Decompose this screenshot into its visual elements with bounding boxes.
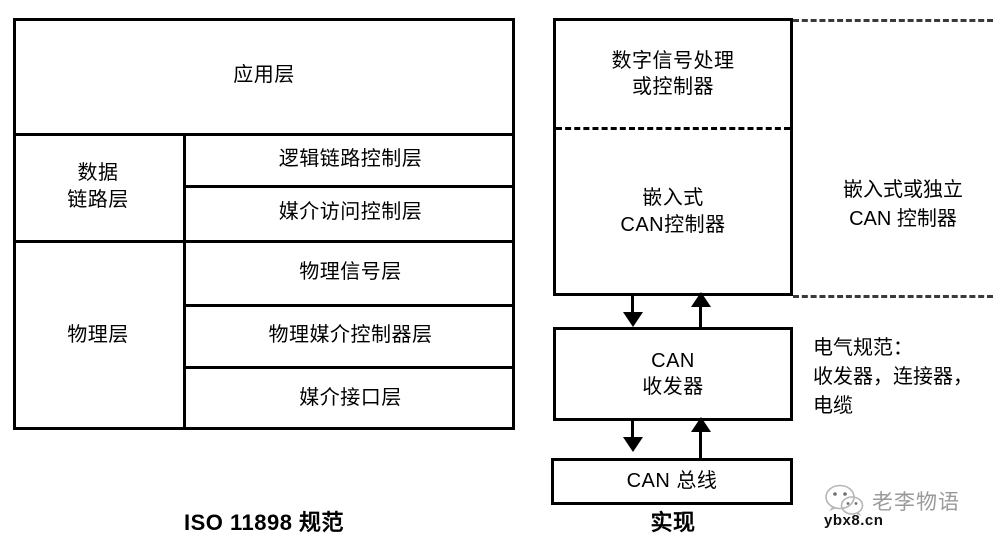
controller-outer-box	[553, 18, 793, 296]
controller-to-transceiver-arrow-head	[623, 312, 643, 327]
transceiver-to-controller-arrow-stem	[699, 305, 702, 327]
iso-label-mac-layer: 媒介访问控制层	[278, 201, 423, 224]
watermark-url: ybx8.cn	[824, 512, 884, 529]
transceiver-to-controller-arrow-head	[691, 292, 711, 307]
embedded-can-controller-cell: 嵌入式 CAN控制器	[553, 127, 793, 296]
iso-cell-mac-layer: 媒介访问控制层	[186, 185, 515, 240]
dsp-or-controller-label: 数字信号处理 或控制器	[611, 49, 735, 98]
iso-row-divider-llc-mac	[183, 185, 515, 188]
iso-cell-physical-layer: 物理层	[13, 240, 183, 430]
embedded-or-standalone-controller-note: 嵌入式或独立 CAN 控制器	[843, 179, 963, 230]
controller-to-transceiver-arrow-stem	[631, 296, 634, 316]
iso-row-divider-pls-pma	[183, 304, 515, 307]
iso-label-pls-layer: 物理信号层	[299, 260, 402, 283]
iso-row-divider-app-bottom	[13, 133, 515, 136]
can-transceiver-box	[553, 327, 793, 421]
iso-cell-data-link-layer: 数据 链路层	[13, 133, 183, 240]
can-bus-box	[551, 458, 793, 505]
watermark-account-name: 老李物语	[872, 491, 960, 514]
iso-cell-application-layer: 应用层	[13, 18, 515, 133]
iso-label-physical-layer: 物理层	[67, 323, 129, 346]
can-bus-label: CAN 总线	[626, 470, 718, 493]
dsp-controller-divider-dash	[556, 127, 790, 130]
controller-scope-top-dash	[793, 19, 993, 22]
wechat-icon	[825, 484, 864, 516]
can-transceiver-label: CAN 收发器	[642, 349, 704, 398]
iso-label-data-link-layer: 数据 链路层	[67, 162, 129, 211]
bus-to-transceiver-arrow-head	[691, 417, 711, 432]
electrical-spec-note: 电气规范： 收发器，连接器， 电缆	[813, 337, 973, 417]
iso-table-caption: ISO 11898 规范	[183, 510, 345, 535]
controller-scope-bottom-dash	[793, 295, 993, 298]
iso-label-mdi-layer: 媒介接口层	[299, 386, 402, 409]
iso-label-pma-layer: 物理媒介控制器层	[268, 323, 433, 346]
iso-11898-table	[13, 18, 515, 430]
watermark: 老李物语 ybx8.cn	[824, 484, 999, 532]
transceiver-to-bus-arrow-head	[623, 437, 643, 452]
iso-column-divider	[183, 133, 186, 430]
iso-cell-pls-layer: 物理信号层	[186, 240, 515, 304]
iso-cell-pma-layer: 物理媒介控制器层	[186, 304, 515, 366]
embedded-can-controller-label: 嵌入式 CAN控制器	[620, 187, 726, 236]
iso-label-llc-layer: 逻辑链路控制层	[278, 147, 423, 170]
iso-row-divider-pma-mdi	[183, 366, 515, 369]
bus-to-transceiver-arrow-stem	[699, 430, 702, 458]
can-transceiver-cell: CAN 收发器	[553, 327, 793, 421]
iso-cell-mdi-layer: 媒介接口层	[186, 366, 515, 430]
can-bus-cell: CAN 总线	[551, 458, 793, 505]
implementation-caption: 实现	[650, 510, 696, 535]
iso-label-application-layer: 应用层	[233, 64, 295, 87]
iso-cell-llc-layer: 逻辑链路控制层	[186, 133, 515, 185]
dsp-or-controller-cell: 数字信号处理 或控制器	[553, 21, 793, 127]
iso-row-divider-datalink-bottom	[13, 240, 515, 243]
transceiver-to-bus-arrow-stem	[631, 421, 634, 441]
